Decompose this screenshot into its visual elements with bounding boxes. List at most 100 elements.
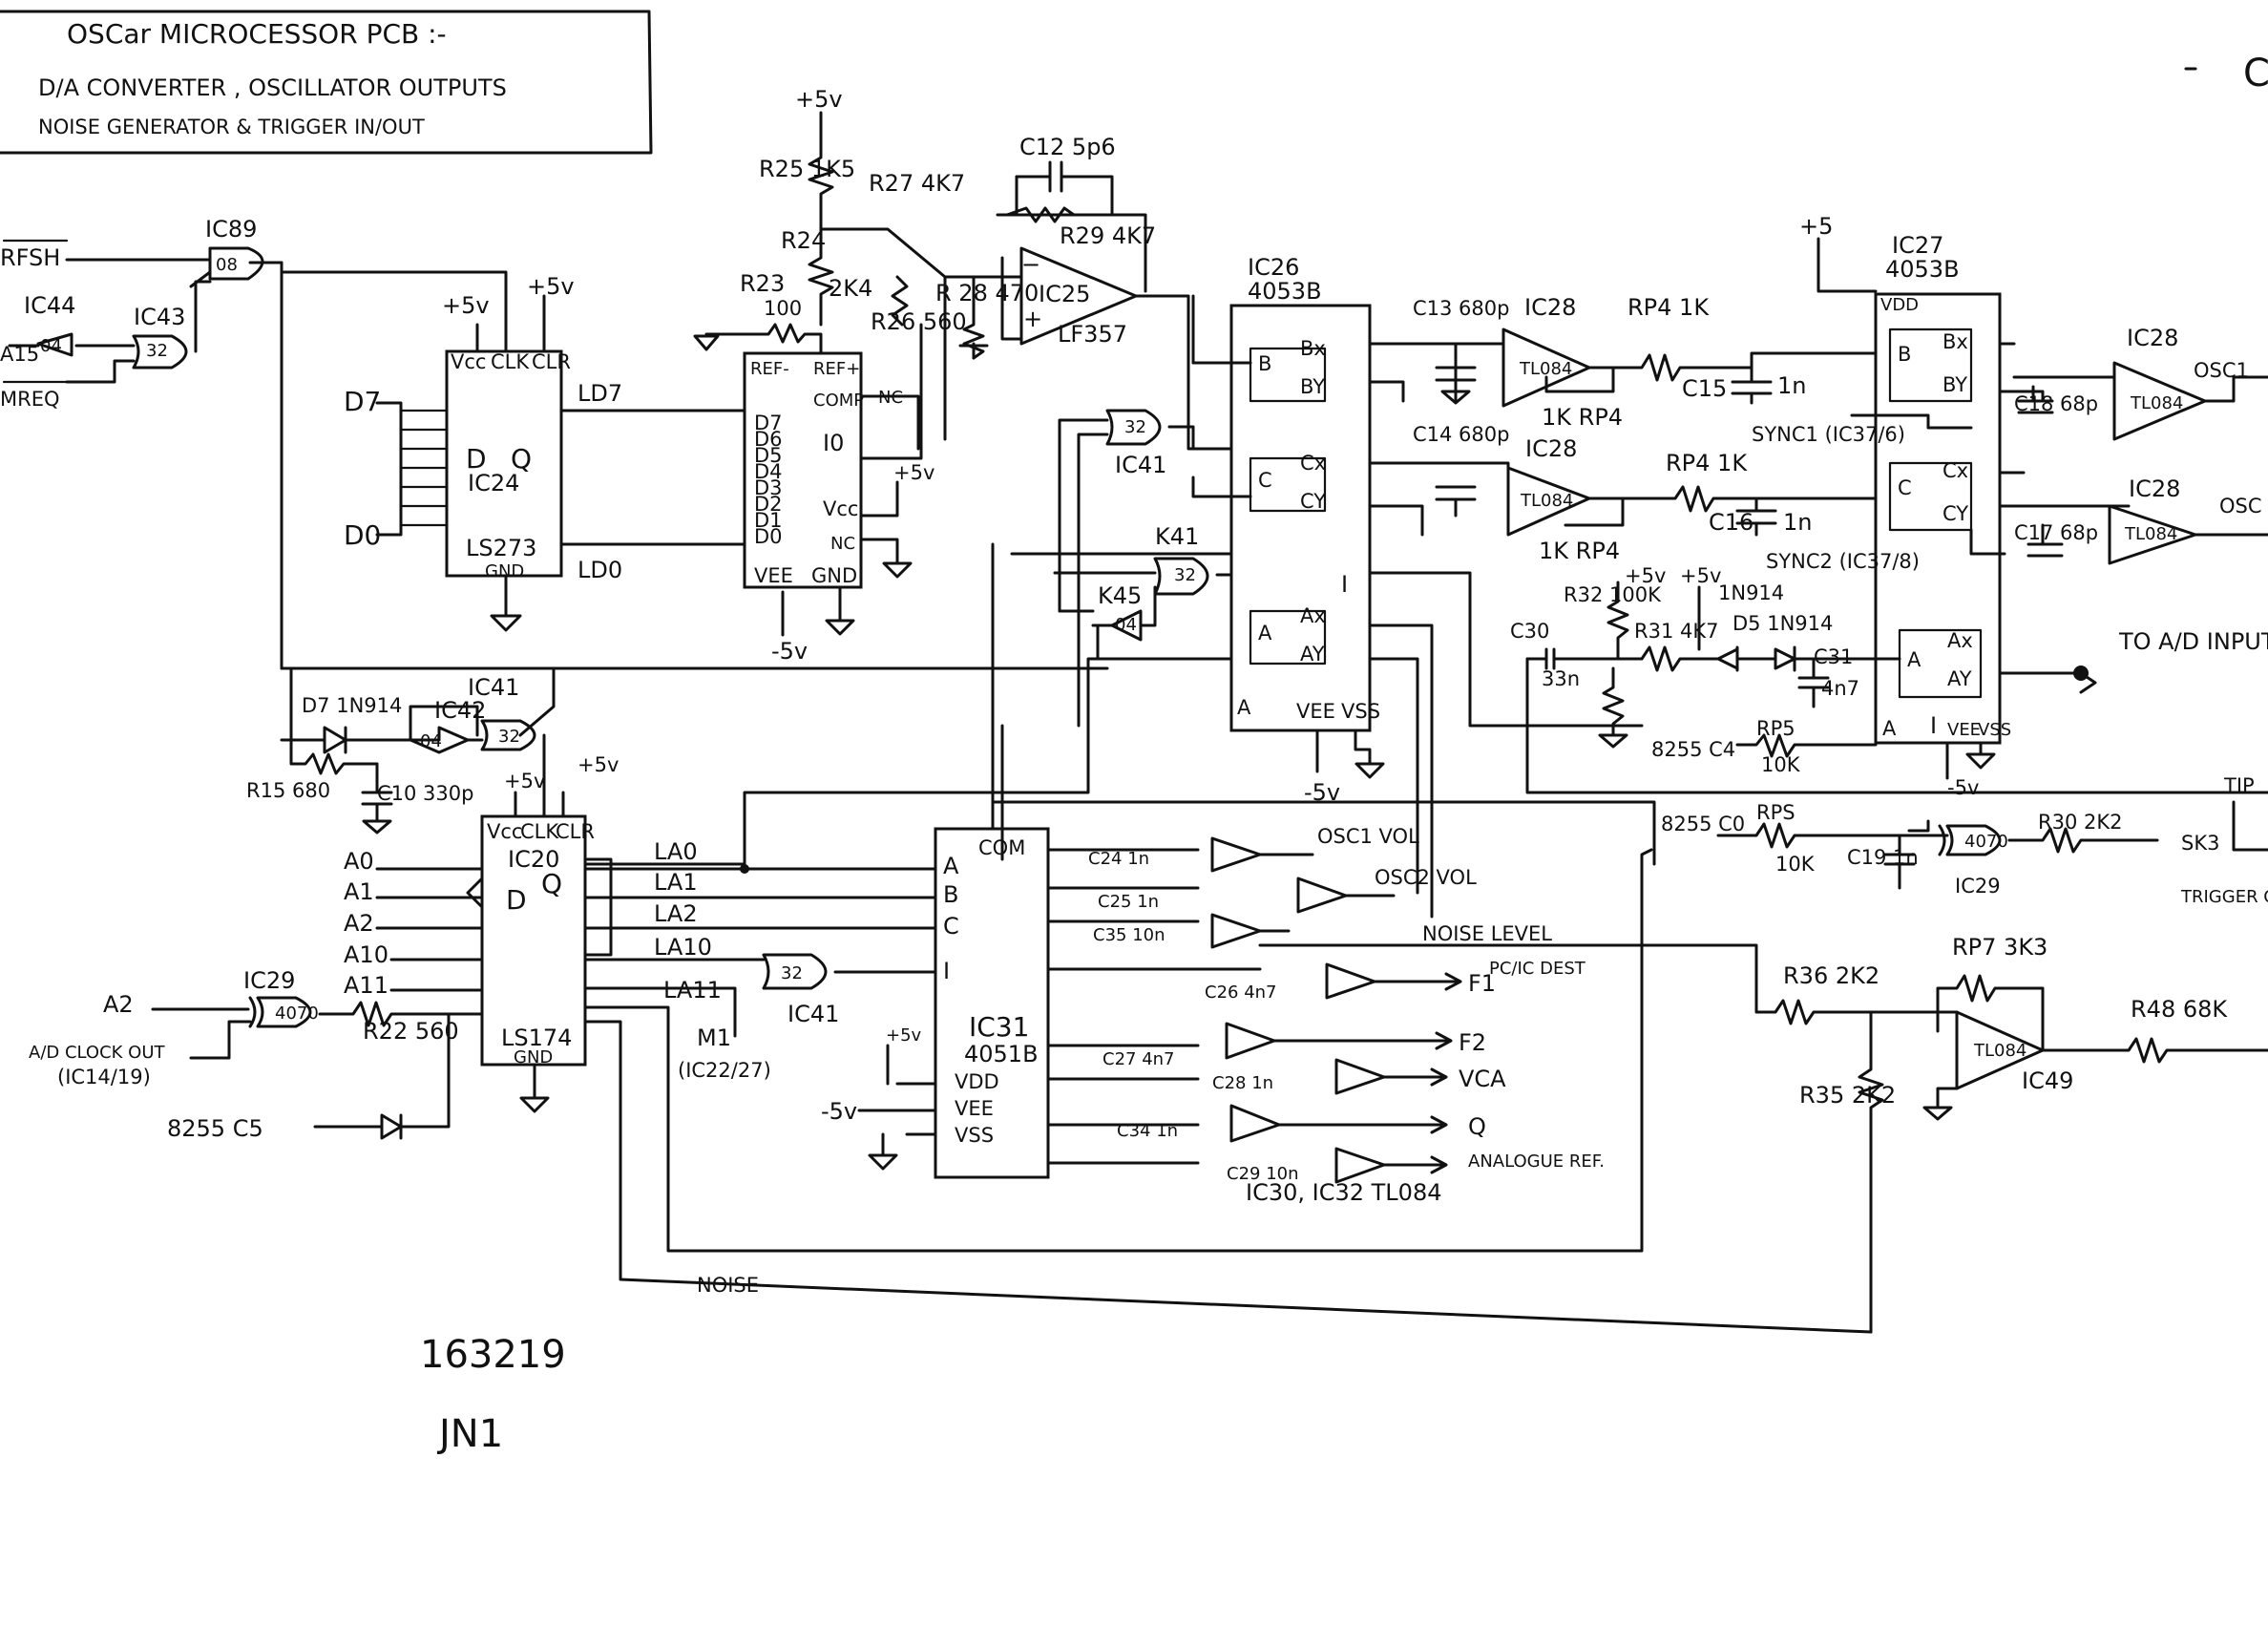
ic29-b-type: 4070 <box>1964 832 2008 852</box>
sk3-label: SK3 <box>2181 832 2219 855</box>
noise-ad-section: C30 33n R32 100K +5v R31 4K7 1N914 +5v D… <box>1510 564 2268 907</box>
ic89-type: 08 <box>216 255 238 275</box>
trigger-path: D7 1N914 IC42 04 32 IC41 R15 680 C10 330… <box>246 666 556 835</box>
dac-vcc-supply: +5v <box>893 461 934 484</box>
c17-label: C17 68p <box>2014 521 2098 544</box>
c16-label: C16 <box>1709 509 1754 536</box>
c26-label: C26 4n7 <box>1205 982 1277 1003</box>
osc1-out-label: OSC1 <box>2194 359 2249 382</box>
k41-label: K41 <box>1155 523 1199 550</box>
r24-label: R24 <box>781 227 826 254</box>
r48-label: R48 68K <box>2131 996 2228 1023</box>
vca-label: VCA <box>1459 1066 1506 1092</box>
rp4-c-label: RP4 1K <box>1666 450 1748 476</box>
dac-vee: VEE <box>754 564 793 587</box>
ic26-ay: AY <box>1300 643 1325 666</box>
mreq-label: MREQ <box>0 388 60 411</box>
dac-gnd: GND <box>811 564 857 587</box>
ic26-a-pin: A <box>1237 696 1251 719</box>
ic41-c-type: 32 <box>781 963 803 983</box>
dac-pin-label: D3 <box>754 476 783 499</box>
ic24-gnd: GND <box>485 561 524 581</box>
c0-label: 8255 C0 <box>1661 813 1745 835</box>
plus5-top: +5v <box>795 86 843 113</box>
a2-in-label: A2 <box>103 991 134 1018</box>
ic27-bx: Bx <box>1942 330 1968 353</box>
ic41-d-label: IC41 <box>468 674 519 701</box>
c14-label: C14 680p <box>1413 423 1509 446</box>
d7-diode-label: D7 1N914 <box>302 694 402 717</box>
ic28-c-label: IC28 <box>2127 325 2178 351</box>
ic44-type: 04 <box>40 336 62 356</box>
ic29-clock: A2 4070 IC29 A/D CLOCK OUT (IC14/19) R22… <box>29 967 484 1142</box>
m1-label: M1 <box>697 1025 731 1051</box>
ic27-minus5: -5v <box>1947 776 1979 799</box>
ic26-vss: VSS <box>1341 700 1380 723</box>
ic43-type: 32 <box>146 341 168 361</box>
title-line-1: OSCar MICROCESSOR PCB :- <box>67 18 447 50</box>
ic26-label: IC26 <box>1248 254 1299 281</box>
title-line-2: D/A CONVERTER , OSCILLATOR OUTPUTS <box>38 74 507 101</box>
ic49-type: TL084 <box>1973 1041 2026 1061</box>
c34-label: C34 1n <box>1117 1121 1178 1141</box>
rp4-d-label: 1K RP4 <box>1539 538 1620 564</box>
ic27-c-in: C <box>1898 476 1912 499</box>
d7-label: D7 <box>344 386 381 417</box>
ic20-clr: CLR <box>556 820 595 843</box>
ic20-d: D <box>506 884 527 916</box>
c31-value: 4n7 <box>1821 677 1859 700</box>
ic31-demux: COM A B C I IC31 4051B VDD VEE VSS +5v -… <box>821 800 1663 1206</box>
ic26-type: 4053B <box>1248 278 1322 305</box>
r25-label: R25 1K5 <box>759 156 855 182</box>
c25-label: C25 1n <box>1098 892 1159 912</box>
ic26-mux: IC26 4053B B Bx BY C Cx CY A Ax AY I VEE… <box>1191 254 1644 919</box>
r36-label: R36 2K2 <box>1783 962 1880 989</box>
ic28-a-type: TL084 <box>1519 359 1572 379</box>
ic26-a-in: A <box>1258 622 1272 644</box>
ic26-b-in: B <box>1258 352 1271 375</box>
ic25-minus: − <box>1021 251 1040 278</box>
c29-label: C29 10n <box>1227 1164 1299 1184</box>
rp7-label: RP7 3K3 <box>1952 934 2048 961</box>
la1-label: LA1 <box>654 869 698 896</box>
ic25-label: IC25 <box>1039 281 1090 307</box>
ic42-type: 04 <box>420 731 442 751</box>
osc2-vol-label: OSC2 VOL <box>1375 866 1477 889</box>
ic31-vss: VSS <box>955 1124 994 1147</box>
f1-label: F1 <box>1468 970 1496 997</box>
ic31-type: 4051B <box>964 1041 1039 1067</box>
rp5-b-label: RPS <box>1756 801 1796 824</box>
r23-value: 100 <box>764 297 802 320</box>
ic24-vcc-supply: +5v <box>442 292 490 319</box>
dac-comp: COMP <box>813 391 864 411</box>
tip-label: TIP <box>2223 774 2255 797</box>
ad-clock-label: A/D CLOCK OUT <box>29 1043 166 1063</box>
ic43-label: IC43 <box>134 304 185 330</box>
c10-label: C10 330p <box>377 782 473 805</box>
ic28-d-type: TL084 <box>2124 524 2177 544</box>
ic49-output: TL084 IC49 RP7 3K3 R48 68K R36 2K2 R35 2… <box>1659 934 2268 1334</box>
noise-label: NOISE <box>697 1274 759 1297</box>
dac-io: I0 <box>823 430 844 456</box>
sync1-label: SYNC1 (IC37/6) <box>1752 423 1905 446</box>
title-block: OSCar MICROCESSOR PCB :- D/A CONVERTER ,… <box>0 10 653 155</box>
rp5-a-label: RP5 <box>1756 717 1796 740</box>
rp5-a-value: 10K <box>1761 753 1801 776</box>
dac-minus5: -5v <box>771 638 808 665</box>
ic27-cy: CY <box>1942 502 1968 525</box>
reference-and-ic25: +5v R25 1K5 R24 2K4 R27 4K7 R23 100 R26 … <box>693 86 1205 451</box>
c4-label: 8255 C4 <box>1651 738 1735 761</box>
ic27-plus5: +5 <box>1799 213 1833 240</box>
dac-chip: REF- REF+ COMP I0 Vcc VEE GND NC NC D7D6… <box>743 323 934 665</box>
r32-label: R32 100K <box>1564 583 1662 606</box>
r29-value-box: R29 4K7 <box>1060 222 1156 249</box>
ic31-a: A <box>943 853 959 879</box>
la10-label: LA10 <box>654 934 712 961</box>
osc1-vol-label: OSC1 VOL <box>1317 825 1419 848</box>
ld7-label: LD7 <box>578 380 622 407</box>
ic20-q: Q <box>541 868 562 899</box>
c24-label: C24 1n <box>1088 849 1149 869</box>
ic28-a-label: IC28 <box>1524 294 1576 321</box>
c15-label: C15 <box>1682 375 1727 402</box>
